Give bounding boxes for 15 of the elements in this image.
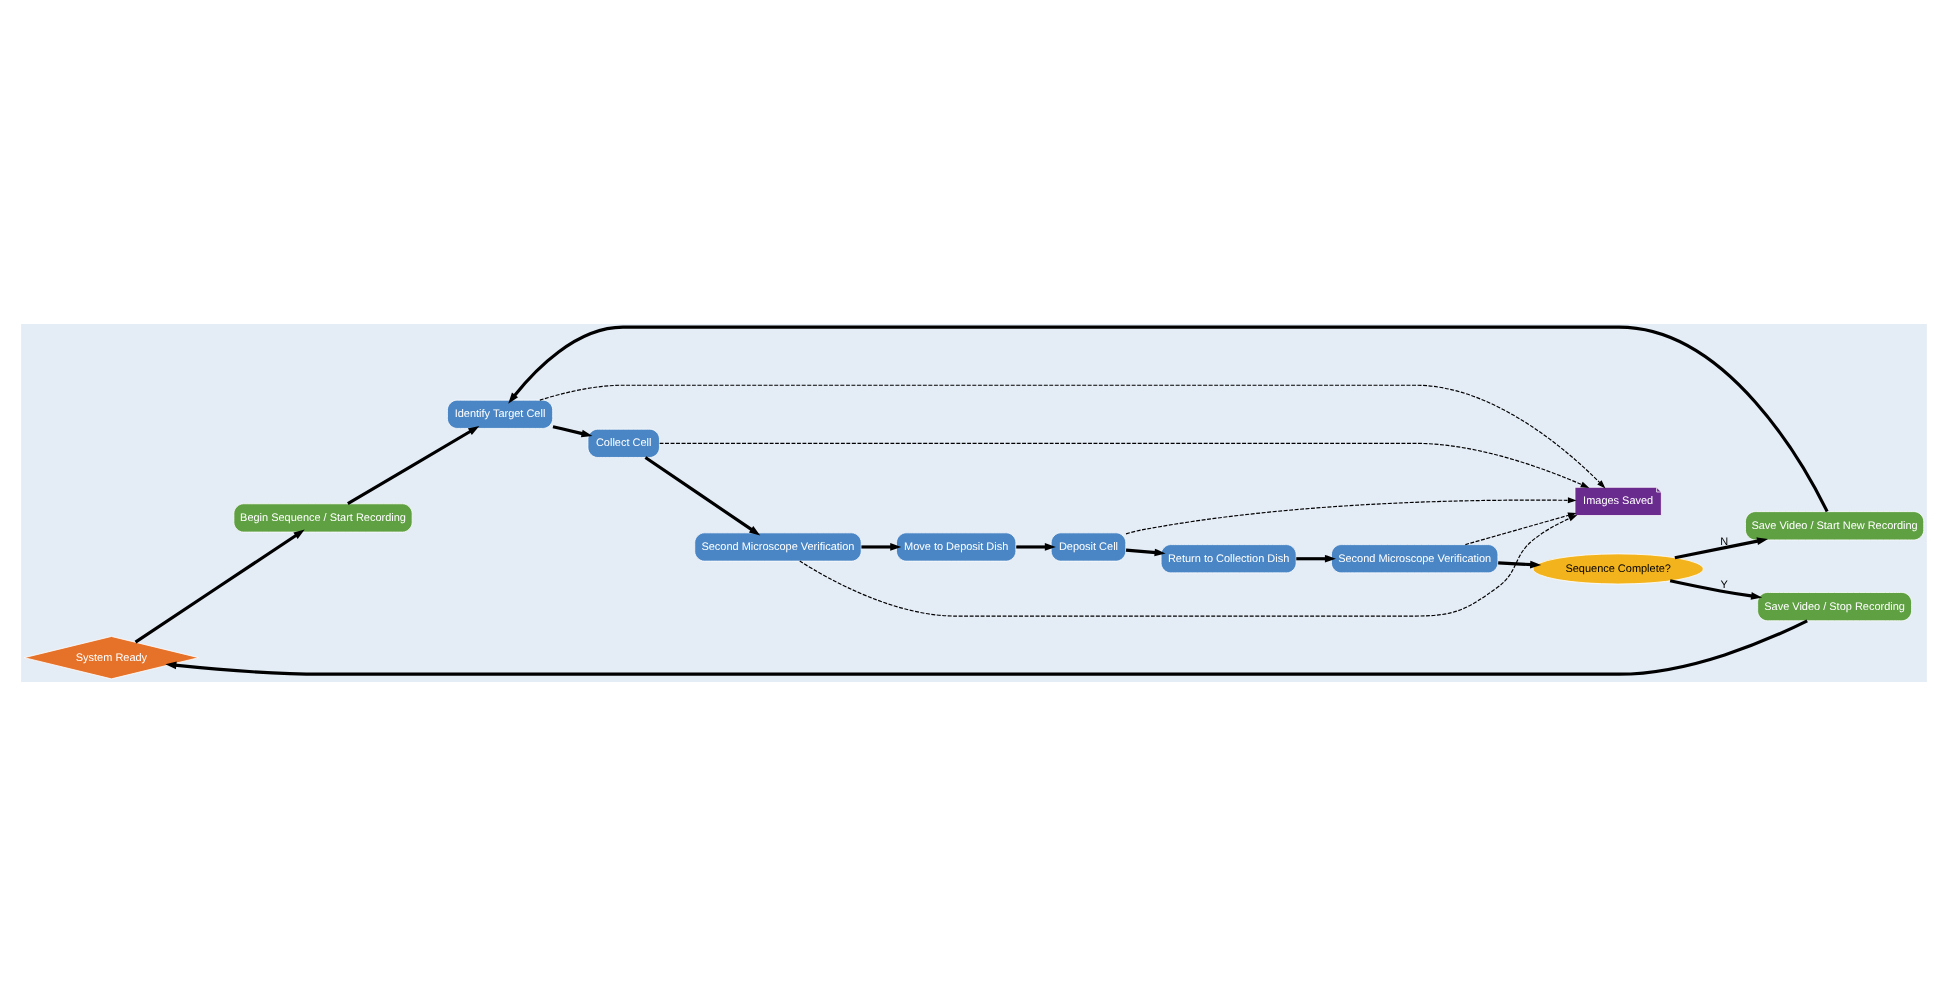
arrow: [659, 441, 1590, 487]
arrow: [1125, 547, 1166, 556]
arrow: [1674, 536, 1769, 559]
arrow: [552, 424, 593, 437]
arrow: [1296, 553, 1336, 562]
arrow: [347, 425, 480, 505]
arrow: [539, 383, 1606, 488]
arrow: [861, 542, 902, 550]
arrow: [644, 455, 761, 535]
arrow: [165, 618, 1808, 675]
arrow: [1498, 559, 1542, 568]
arrow: [1669, 578, 1763, 599]
arrow: [1016, 542, 1056, 550]
arrow: [134, 528, 305, 643]
arrow: [508, 324, 1829, 512]
